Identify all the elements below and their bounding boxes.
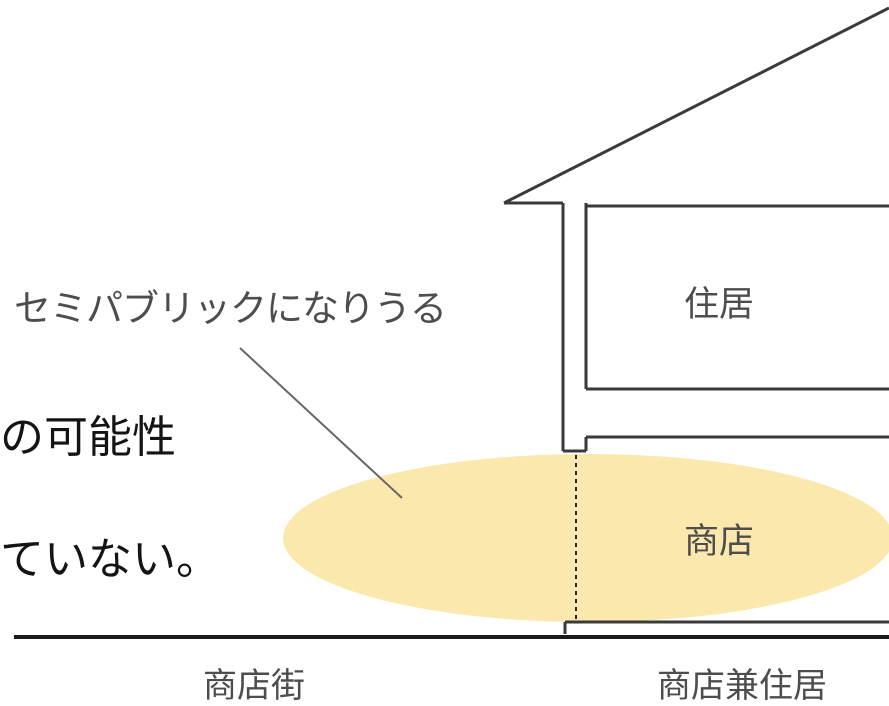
- semi-public-label: セミパブリックになりうる: [14, 287, 447, 330]
- exterior-wall: [561, 203, 588, 453]
- roof: [503, 6, 889, 205]
- shop-label: 商店: [684, 522, 755, 562]
- clipped-text-line-2: ていない。: [0, 534, 220, 585]
- shop-house-label: 商店兼住居: [657, 666, 827, 706]
- clipped-text-line-1: の可能性: [0, 412, 176, 463]
- housing-label: 住居: [684, 285, 755, 325]
- housing-room: [586, 204, 889, 391]
- shop-room: [563, 435, 889, 634]
- leader-line: [239, 347, 403, 499]
- semi-public-zone: [283, 454, 889, 622]
- shopping-street-label: 商店街: [203, 666, 305, 706]
